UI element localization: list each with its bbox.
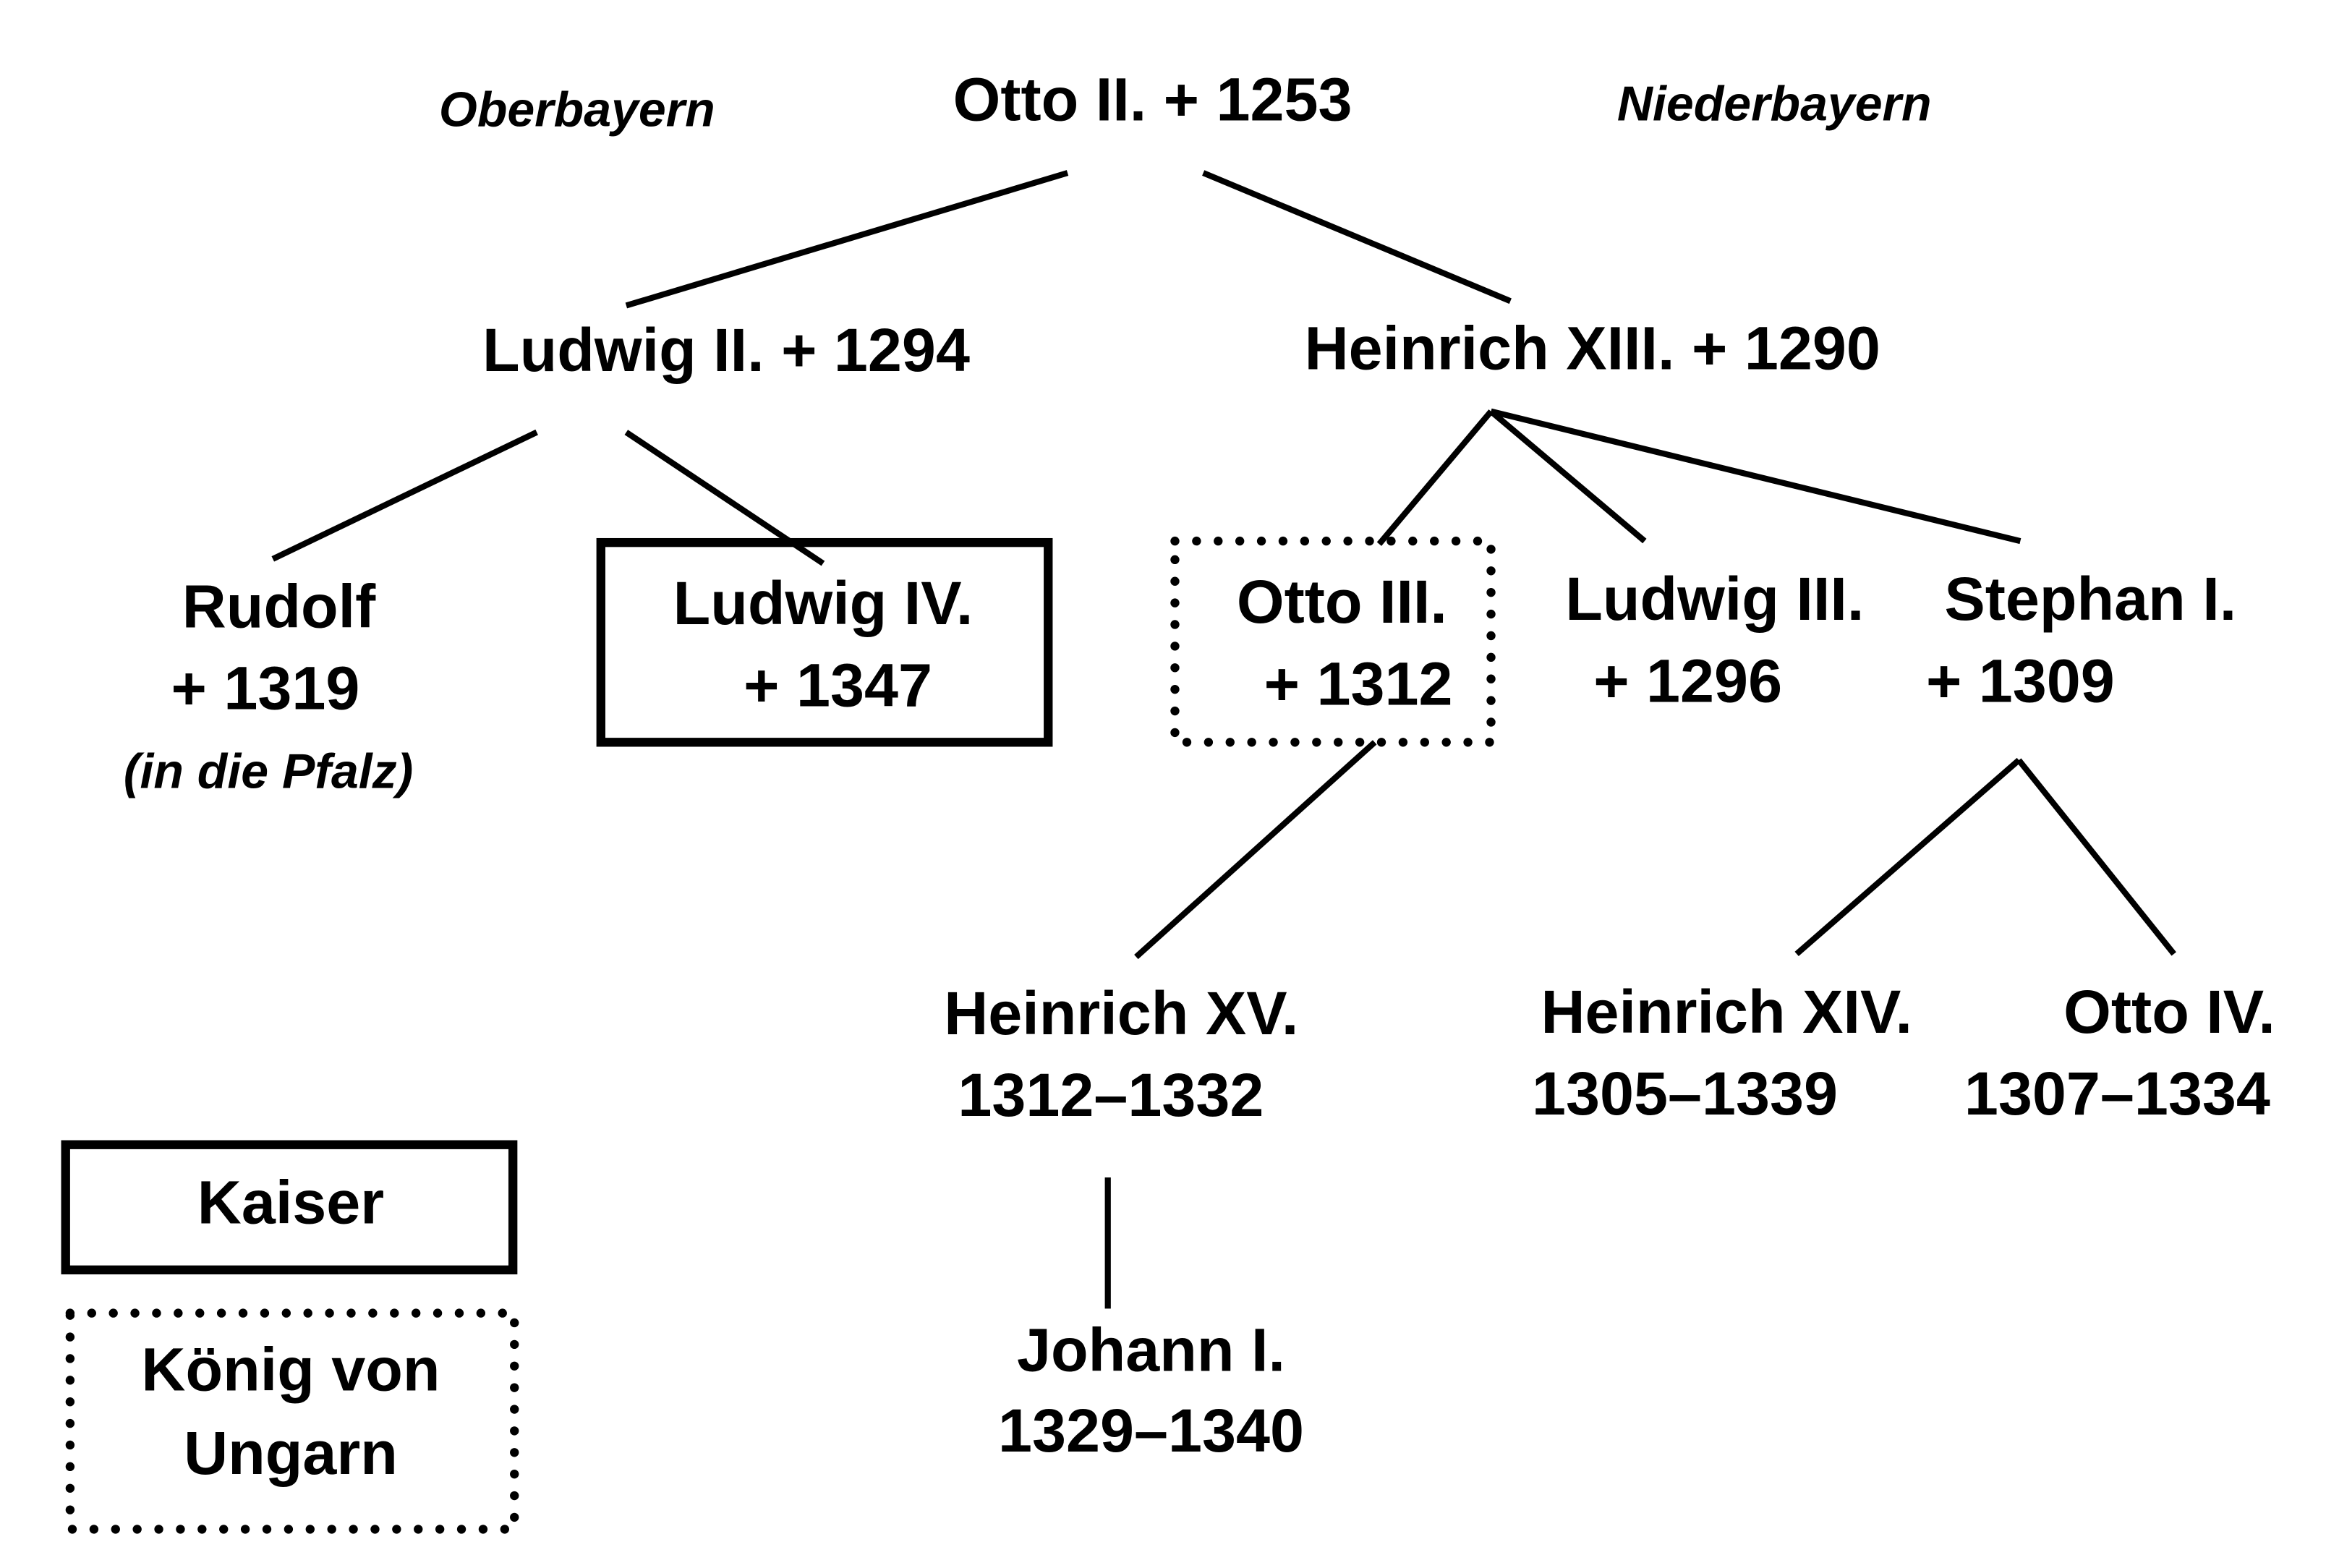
edge-otto-ii-heinrich-xiii: [1202, 170, 1512, 304]
node-name: Heinrich XIV.: [1541, 978, 1912, 1046]
legend-koenig-label-line2: Ungarn: [184, 1419, 398, 1487]
edge-heinrich-xiii-stephan-i: [1490, 408, 2022, 545]
edge-otto-ii-ludwig-ii: [625, 170, 1069, 309]
node-otto-iii: Otto III. + 1312: [1170, 536, 1496, 747]
node-name: Rudolf: [182, 572, 376, 640]
region-label-oberbayern: Oberbayern: [439, 82, 715, 137]
node-heinrich-xv: Heinrich XV. 1312–1332: [944, 979, 1298, 1129]
node-rudolf: Rudolf + 1319 (in die Pfalz): [124, 572, 414, 798]
node-johann-i: Johann I. 1329–1340: [998, 1316, 1304, 1465]
node-heinrich-xiv: Heinrich XIV. 1305–1339: [1532, 978, 1912, 1128]
legend-kaiser-box: [61, 1140, 518, 1275]
node-name: Otto IV.: [2063, 978, 2275, 1046]
node-name: Ludwig IV.: [673, 569, 974, 637]
connector-lines: [271, 170, 2176, 1309]
kaiser-frame: [596, 537, 1053, 747]
legend-koenig-label-line1: König von: [141, 1335, 440, 1403]
node-note: (in die Pfalz): [124, 744, 414, 799]
node-dates: + 1319: [171, 655, 360, 723]
node-otto-iv: Otto IV. 1307–1334: [1964, 978, 2275, 1128]
node-dates: 1307–1334: [1964, 1060, 2270, 1128]
edge-stephan-i-heinrich-xiv: [1794, 757, 2022, 957]
node-dates: 1312–1332: [958, 1061, 1264, 1129]
node-ludwig-iii: Ludwig III. + 1296: [1565, 565, 1864, 715]
node-dates: + 1296: [1593, 647, 1782, 715]
node-name: Johann I.: [1017, 1316, 1285, 1384]
koenig-frame: [1170, 536, 1496, 747]
edge-heinrich-xiii-ludwig-iii: [1488, 409, 1647, 544]
node-name: Stephan I.: [1944, 565, 2236, 633]
node-dates: 1305–1339: [1532, 1060, 1838, 1128]
node-stephan-i: Stephan I. + 1309: [1926, 565, 2236, 715]
region-label-niederbayern: Niederbayern: [1617, 76, 1932, 131]
node-dates: + 1347: [744, 652, 932, 720]
edge-ludwig-ii-rudolf: [271, 429, 538, 562]
legend: Kaiser König von Ungarn: [61, 1140, 519, 1534]
node-ludwig-ii: Ludwig II. + 1294: [482, 316, 970, 384]
legend-koenig-box: [65, 1308, 519, 1534]
edge-stephan-i-otto-iv: [2016, 758, 2176, 956]
node-name: Ludwig III.: [1565, 565, 1864, 633]
edge-heinrich-xiii-otto-iii: [1376, 409, 1494, 546]
node-dates: + 1309: [1926, 647, 2115, 715]
edge-otto-iii-heinrich-xv: [1134, 740, 1377, 960]
node-name: Heinrich XV.: [944, 979, 1298, 1047]
node-otto-ii: Otto II. + 1253: [953, 66, 1352, 134]
node-dates: 1329–1340: [998, 1397, 1304, 1465]
node-ludwig-iv: Ludwig IV. + 1347: [596, 537, 1053, 747]
node-dates: + 1312: [1264, 649, 1453, 717]
node-heinrich-xiii: Heinrich XIII. + 1290: [1305, 315, 1880, 383]
legend-kaiser-label: Kaiser: [197, 1169, 384, 1237]
node-name: Otto III.: [1237, 568, 1447, 636]
